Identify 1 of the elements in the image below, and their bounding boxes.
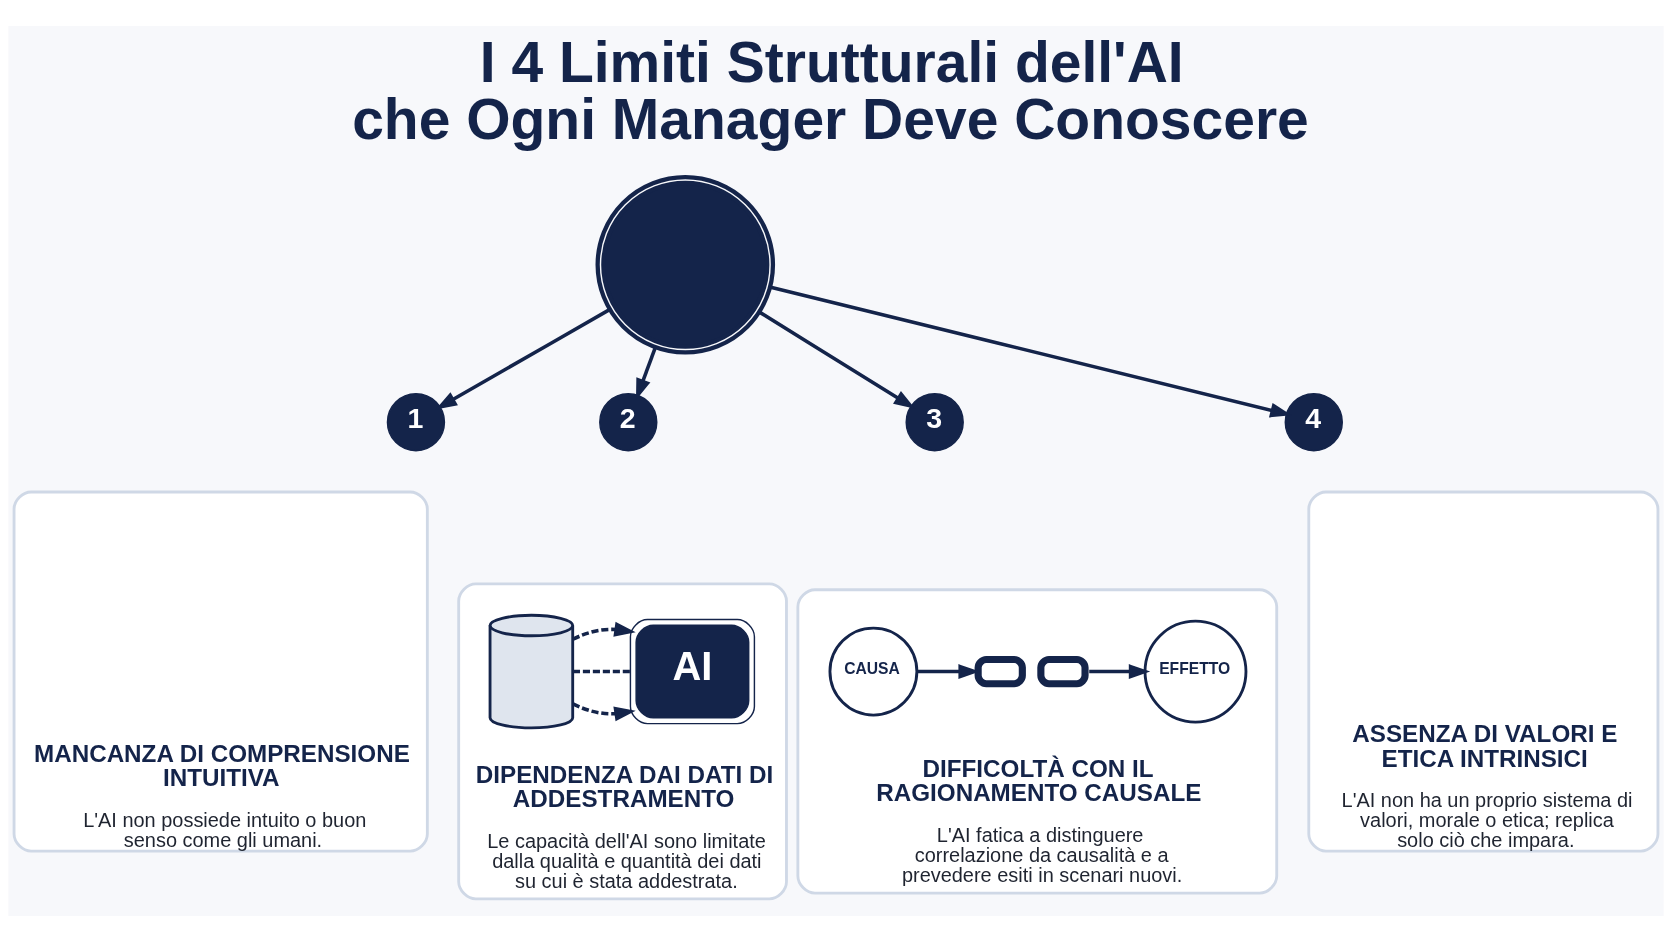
diagram-title: I 4 Limiti Strutturali dell'AI che Ogni Manager Deve Conoscere (352, 29, 1309, 151)
